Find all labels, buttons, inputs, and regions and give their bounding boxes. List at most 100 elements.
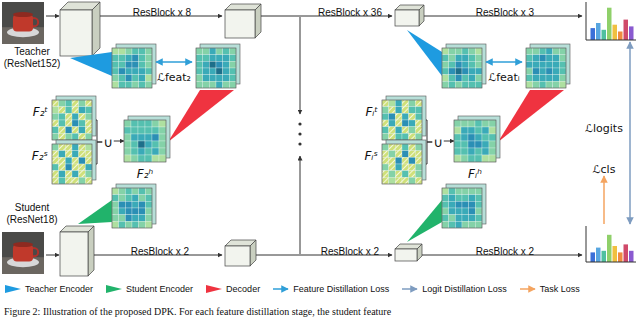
map-outline [52,100,92,140]
map-cell [482,155,489,162]
map-cell [462,195,469,202]
map-cell [203,81,210,88]
map-cell [152,141,159,148]
map-cell [475,221,482,228]
map-cell [131,148,138,155]
model-name: Teacher (ResNet152) [0,46,64,70]
map-label-holder: F₂ʰ [124,164,166,182]
map-cell [203,48,210,55]
logit-bar [624,244,629,262]
masked-cell [72,157,79,164]
map-cell [85,171,92,178]
label-holder: ℒlogits [585,118,623,136]
masked-cell [409,133,416,140]
map-cell [468,148,475,155]
map-cell [389,177,396,184]
map-cell [449,208,456,215]
map-back [200,44,240,84]
map-cell [395,133,402,140]
map-cell [145,141,152,148]
map-cell [124,148,131,155]
cup-rim [13,12,33,17]
map-cell [475,120,482,127]
map-cell [455,81,462,88]
map-cell [196,81,203,88]
map-cell [462,68,469,75]
map-cell [468,134,475,141]
feature-label: F₂ᵗ [33,105,48,119]
feature-map-image [52,100,92,140]
masked-cell [409,144,416,151]
map-cell [79,107,86,114]
map-cell [112,61,119,68]
map-outline [382,144,422,184]
logit-bar [613,246,618,262]
stage-label: ResBlock x 2 [131,246,189,257]
map-back [386,96,426,136]
decoder [498,90,564,142]
map-cell [125,68,132,75]
map-cell [119,208,126,215]
map-cell [139,188,146,195]
map-cell [216,81,223,88]
masked-cell [52,157,59,164]
map-cell [449,68,456,75]
map-cell [455,75,462,82]
map-cell [85,113,92,120]
feature-map-image [52,144,92,184]
masked-cell [409,171,416,178]
map-cell [139,215,146,222]
masked-cell [382,120,389,127]
map-cell [409,107,416,114]
feature-map-picture [196,44,240,88]
map-cell [553,61,560,68]
masked-cell [79,171,86,178]
map-cell [468,120,475,127]
map-cell [462,61,469,68]
model-name: Student (ResNet18) [0,202,64,226]
map-cell [402,144,409,151]
decoder [168,90,234,142]
map-cell [449,221,456,228]
feature-map-image [382,144,422,184]
input-image [2,2,44,44]
map-cell [475,188,482,195]
map-outline [442,48,482,88]
map-cell [533,55,540,62]
feature-map: F₂ʰ [124,120,166,162]
logit-chart [586,2,636,40]
map-cell [442,61,449,68]
connector [444,141,454,142]
map-cell [475,68,482,75]
logit-bar [613,25,618,40]
feature-map-image [124,120,166,162]
label-holder: ℒfeatᵢ [488,67,520,85]
map-label-holder: F₂ᵗ [33,102,48,120]
feature-label: F₂ʰ [137,167,154,181]
map-back [530,44,570,84]
map-cell [139,68,146,75]
arrow-line [486,61,522,63]
map-cell [203,68,210,75]
feature-label: F₂ˢ [32,149,48,163]
map-cell [152,148,159,155]
map-cell [475,141,482,148]
map-cell [125,221,132,228]
map-cell [145,188,152,195]
masked-cell [415,127,422,134]
map-cell [455,48,462,55]
map-cell [138,134,145,141]
legend-swatch [272,284,290,294]
map-cell [469,215,476,222]
masked-cell [65,120,72,127]
loss-label: ℒlogits [585,122,623,135]
map-cell [461,155,468,162]
map-back [446,44,486,84]
map-cell [59,120,66,127]
map-cell [475,155,482,162]
map-cell [469,201,476,208]
label-holder: ResBlock x 2 [476,241,534,259]
map-cell [209,68,216,75]
map-cell [449,61,456,68]
